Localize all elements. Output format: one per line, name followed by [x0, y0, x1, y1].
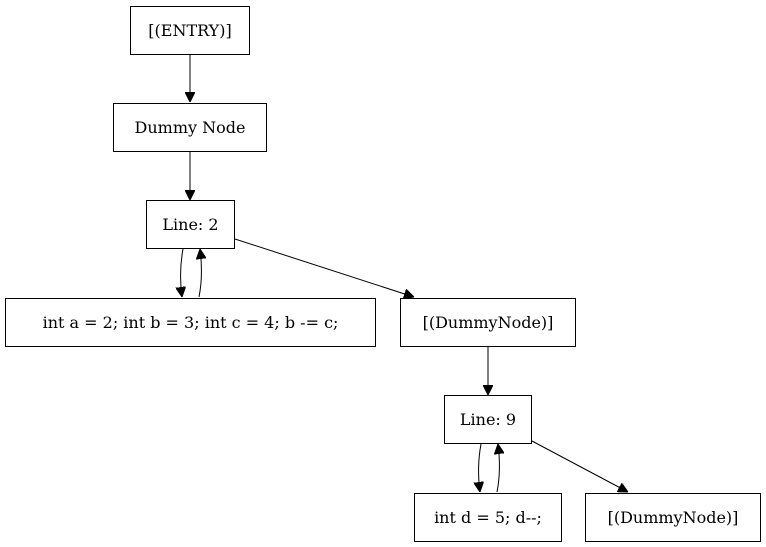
- node-dummynode-2: [(DummyNode)]: [585, 493, 761, 542]
- edge-line-9-to-block-2: [479, 443, 481, 492]
- node-entry-label: [(ENTRY)]: [148, 21, 231, 40]
- node-dummynode-2-label: [(DummyNode)]: [608, 508, 739, 527]
- node-block-1: int a = 2; int b = 3; int c = 4; b -= c;: [5, 298, 376, 347]
- edge-line-9-to-dummynode-2: [531, 440, 628, 492]
- edge-block-1-to-line-2: [199, 249, 201, 298]
- node-block-1-label: int a = 2; int b = 3; int c = 4; b -= c;: [43, 313, 339, 332]
- node-line-9: Line: 9: [444, 395, 532, 444]
- edges: [181, 54, 628, 492]
- node-dummynode-1: [(DummyNode)]: [400, 298, 576, 347]
- node-dummy-node-label: Dummy Node: [135, 118, 246, 137]
- node-entry: [(ENTRY)]: [130, 6, 250, 55]
- node-line-2-label: Line: 2: [162, 215, 218, 234]
- edge-line-2-to-block-1: [181, 248, 183, 297]
- node-dummy-node: Dummy Node: [113, 103, 267, 152]
- node-block-2-label: int d = 5; d--;: [434, 508, 542, 527]
- node-line-9-label: Line: 9: [460, 410, 516, 429]
- edge-line-2-to-dummynode-1: [234, 238, 414, 297]
- node-dummynode-1-label: [(DummyNode)]: [423, 313, 554, 332]
- node-line-2: Line: 2: [146, 200, 235, 249]
- node-block-2: int d = 5; d--;: [414, 493, 562, 542]
- edge-block-2-to-line-9: [497, 444, 499, 493]
